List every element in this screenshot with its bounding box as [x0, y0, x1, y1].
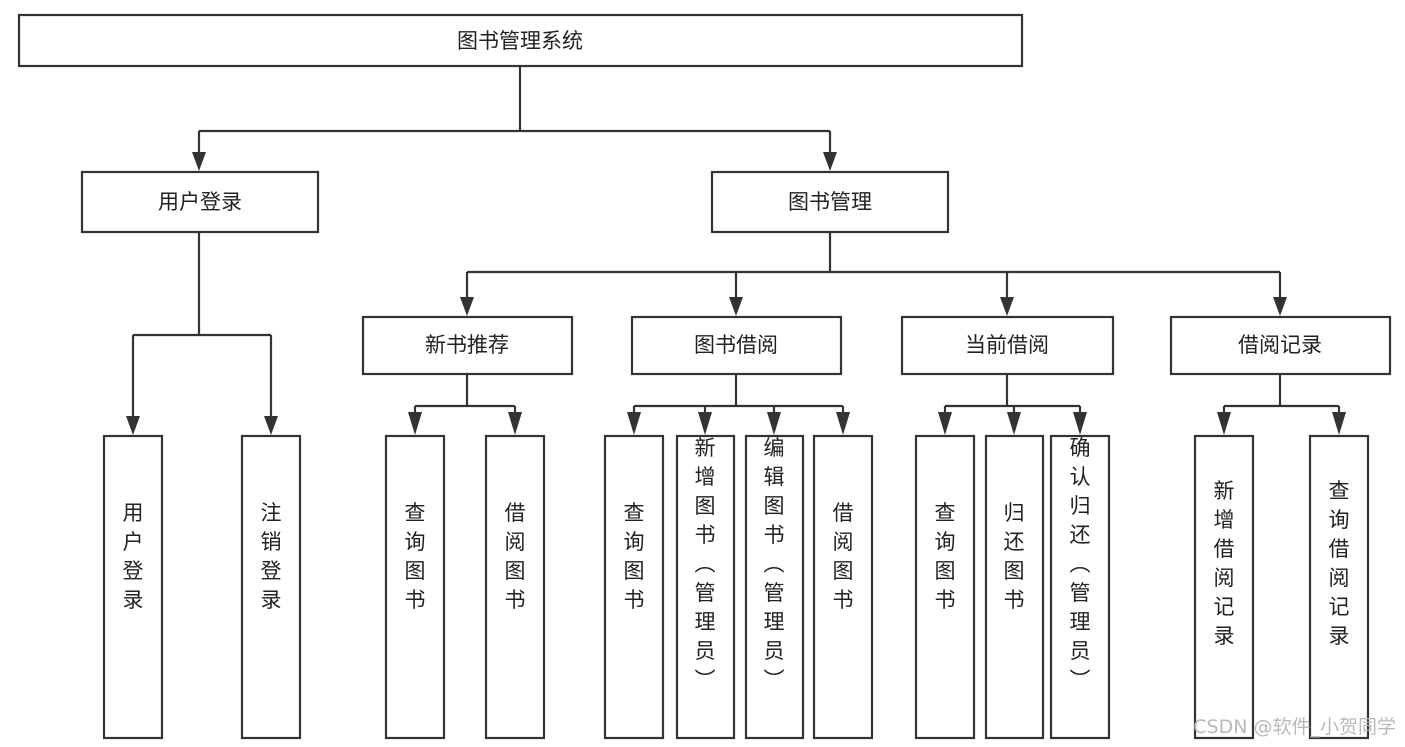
leaf-new-book-1[interactable]: 借阅图书	[484, 434, 546, 740]
node-book-borrow-label: 图书借阅	[694, 333, 778, 357]
arrowhead-currentborrow-leaf1	[938, 412, 952, 435]
leaf-new-book-0[interactable]: 查询图书	[384, 434, 446, 740]
arrowhead-currentborrow-leaf3	[1073, 412, 1087, 435]
leaf-new-book-1-box[interactable]	[484, 434, 546, 740]
leaf-borrow-record-1-label: 查询借阅记录	[1329, 479, 1350, 648]
arrowhead-bookborrow-leaf2	[698, 412, 712, 435]
leaf-user-login-1-box[interactable]	[240, 434, 302, 740]
arrowhead-newbook-leaf2	[508, 412, 522, 435]
leaf-current-borrow-1-box[interactable]	[984, 434, 1045, 740]
arrowhead-userlogin-leaf2	[264, 416, 278, 435]
leaf-current-borrow-2-label: 确认归还︵管理员︶	[1070, 436, 1091, 692]
node-borrow-record[interactable]: 借阅记录	[1169, 315, 1392, 376]
leaf-borrow-record-0[interactable]: 新增借阅记录	[1193, 434, 1255, 740]
arrowhead-book-manage	[823, 152, 837, 171]
node-current-borrow[interactable]: 当前借阅	[900, 315, 1115, 376]
node-user-login-box[interactable]	[80, 170, 320, 234]
csdn-watermark: CSDN @软件_小贺同学	[1193, 716, 1396, 738]
arrowhead-current-borrow	[1000, 297, 1014, 316]
node-book-borrow-box[interactable]	[630, 315, 843, 376]
leaf-current-borrow-2[interactable]: 确认归还︵管理员︶	[1049, 434, 1111, 740]
leaf-user-login-1-label: 注销登录	[261, 501, 282, 612]
node-current-borrow-box[interactable]	[900, 315, 1115, 376]
arrowhead-userlogin-leaf1	[126, 416, 140, 435]
node-new-book-recommend-box[interactable]	[361, 315, 574, 376]
leaf-borrow-record-0-box[interactable]	[1193, 434, 1255, 740]
arrowhead-bookborrow-leaf3	[767, 412, 781, 435]
leaf-user-login-0-box[interactable]	[102, 434, 164, 740]
arrowhead-borrowrecord-leaf2	[1332, 412, 1346, 435]
leaf-book-borrow-2[interactable]: 编辑图书︵管理员︶	[744, 434, 805, 740]
leaf-book-borrow-0-box[interactable]	[603, 434, 665, 740]
connector-layer	[126, 66, 1346, 435]
node-book-borrow[interactable]: 图书借阅	[630, 315, 843, 376]
arrowhead-borrowrecord-leaf1	[1217, 412, 1231, 435]
leaf-current-borrow-0-box[interactable]	[914, 434, 976, 740]
leaf-current-borrow-1-label: 归还图书	[1004, 501, 1025, 612]
arrowhead-newbook-leaf1	[408, 412, 422, 435]
node-book-manage-box[interactable]	[710, 170, 950, 234]
leaf-new-book-1-label: 借阅图书	[505, 501, 526, 612]
leaf-new-book-0-label: 查询图书	[405, 501, 426, 612]
leaf-book-borrow-3-label: 借阅图书	[833, 501, 854, 612]
arrowhead-bookborrow-leaf4	[836, 412, 850, 435]
node-new-book-recommend-label: 新书推荐	[425, 333, 509, 357]
leaf-current-borrow-2-box[interactable]	[1049, 434, 1111, 740]
node-book-manage[interactable]: 图书管理	[710, 170, 950, 234]
node-user-login-label: 用户登录	[158, 190, 242, 214]
node-borrow-record-label: 借阅记录	[1238, 333, 1322, 357]
leaf-book-borrow-0-label: 查询图书	[624, 501, 645, 612]
node-root-label: 图书管理系统	[457, 29, 583, 53]
node-book-manage-label: 图书管理	[788, 190, 872, 214]
arrowhead-book-borrow	[729, 297, 743, 316]
arrowhead-currentborrow-leaf2	[1007, 412, 1021, 435]
node-root-box[interactable]	[17, 13, 1024, 68]
node-user-login[interactable]: 用户登录	[80, 170, 320, 234]
leaf-new-book-0-box[interactable]	[384, 434, 446, 740]
leaf-book-borrow-2-label: 编辑图书︵管理员︶	[764, 436, 785, 692]
node-new-book-recommend[interactable]: 新书推荐	[361, 315, 574, 376]
leaf-book-borrow-0[interactable]: 查询图书	[603, 434, 665, 740]
leaf-book-borrow-2-box[interactable]	[744, 434, 805, 740]
node-current-borrow-label: 当前借阅	[965, 333, 1049, 357]
leaf-borrow-record-1-box[interactable]	[1308, 434, 1370, 740]
leaf-user-login-0-label: 用户登录	[123, 501, 144, 612]
leaf-book-borrow-1-label: 新增图书︵管理员︶	[695, 436, 716, 692]
leaf-user-login-0[interactable]: 用户登录	[102, 434, 164, 740]
leaf-book-borrow-1[interactable]: 新增图书︵管理员︶	[675, 434, 736, 740]
arrowhead-new-book	[460, 297, 474, 316]
leaf-borrow-record-0-label: 新增借阅记录	[1214, 479, 1235, 648]
arrowhead-borrow-record	[1273, 297, 1287, 316]
arrowhead-bookborrow-leaf1	[627, 412, 641, 435]
leaf-current-borrow-1[interactable]: 归还图书	[984, 434, 1045, 740]
leaf-current-borrow-0-label: 查询图书	[935, 501, 956, 612]
node-borrow-record-box[interactable]	[1169, 315, 1392, 376]
leaf-book-borrow-3-box[interactable]	[812, 434, 874, 740]
node-root[interactable]: 图书管理系统	[17, 13, 1024, 68]
arrowhead-user-login	[192, 152, 206, 171]
leaf-book-borrow-1-box[interactable]	[675, 434, 736, 740]
leaf-user-login-1[interactable]: 注销登录	[240, 434, 302, 740]
leaf-borrow-record-1[interactable]: 查询借阅记录	[1308, 434, 1370, 740]
leaf-current-borrow-0[interactable]: 查询图书	[914, 434, 976, 740]
leaf-book-borrow-3[interactable]: 借阅图书	[812, 434, 874, 740]
